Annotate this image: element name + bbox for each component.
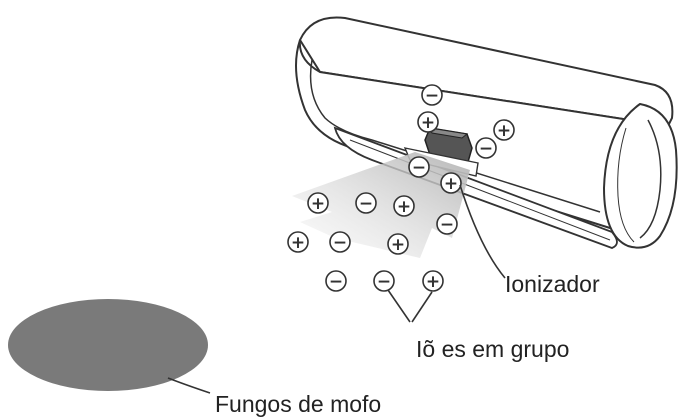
svg-text:−: − <box>425 86 439 106</box>
negative-ion-icon: − <box>329 231 351 253</box>
negative-ion-icon: − <box>436 213 458 235</box>
svg-text:+: + <box>291 233 305 253</box>
mold-leader-line <box>167 377 211 394</box>
ion-group-leader-right <box>411 291 433 323</box>
ion-group-label: Iõ es em grupo <box>416 336 569 362</box>
svg-text:+: + <box>397 197 411 217</box>
svg-text:+: + <box>497 121 511 141</box>
svg-text:+: + <box>444 174 458 194</box>
svg-text:−: − <box>412 158 426 178</box>
svg-text:−: − <box>329 272 343 292</box>
svg-text:+: + <box>391 235 405 255</box>
svg-text:−: − <box>377 272 391 292</box>
negative-ion-icon: − <box>408 156 430 178</box>
unit-louver-line <box>349 139 611 241</box>
svg-text:−: − <box>440 215 454 235</box>
ionizer-label: Ionizador <box>505 271 600 297</box>
negative-ion-icon: − <box>325 270 347 292</box>
positive-ion-icon: + <box>417 111 439 133</box>
positive-ion-icon: + <box>422 270 444 292</box>
svg-text:−: − <box>359 194 373 214</box>
ionizer-leader-line <box>459 184 506 279</box>
ion-group: −++−−++−+−+−+−−+ <box>287 84 515 292</box>
negative-ion-icon: − <box>421 84 443 106</box>
negative-ion-icon: − <box>355 192 377 214</box>
svg-text:+: + <box>421 113 435 133</box>
svg-text:+: + <box>426 272 440 292</box>
negative-ion-icon: − <box>373 270 395 292</box>
mold-fungi-label: Fungos de mofo <box>215 391 381 417</box>
unit-top-face <box>298 16 674 128</box>
positive-ion-icon: + <box>393 195 415 217</box>
ion-group-leader-left <box>387 289 411 323</box>
mold-fungi-blob <box>8 299 208 391</box>
positive-ion-icon: + <box>307 192 329 214</box>
unit-side-arc-inner <box>617 127 635 243</box>
positive-ion-icon: + <box>387 233 409 255</box>
svg-text:−: − <box>333 233 347 253</box>
unit-side-panel <box>602 102 678 249</box>
positive-ion-icon: + <box>287 231 309 253</box>
unit-side-arc <box>639 119 662 239</box>
svg-text:+: + <box>311 194 325 214</box>
positive-ion-icon: + <box>493 119 515 141</box>
negative-ion-icon: − <box>475 137 497 159</box>
svg-text:−: − <box>479 139 493 159</box>
positive-ion-icon: + <box>440 172 462 194</box>
air-flow-arrow <box>292 152 470 258</box>
